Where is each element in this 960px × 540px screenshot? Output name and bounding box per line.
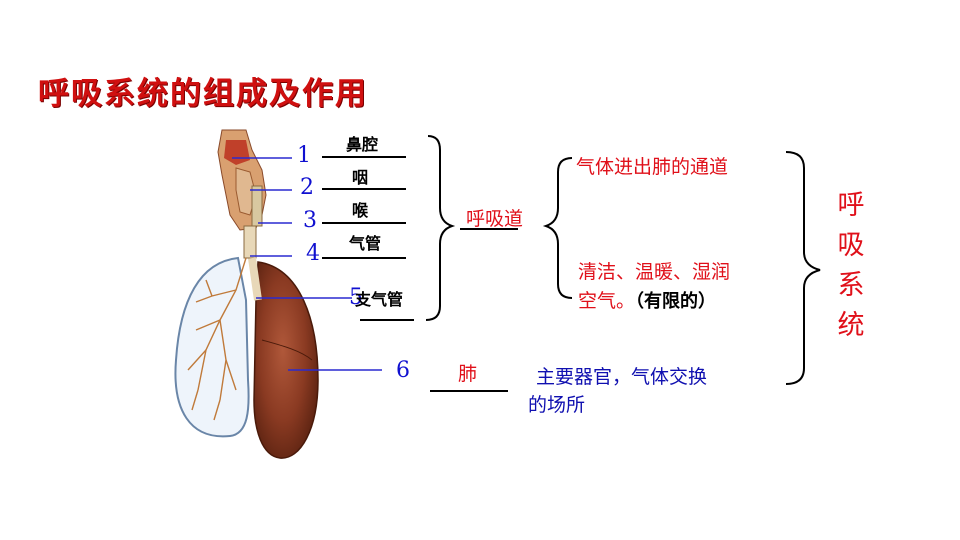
label-number-5: 5 — [349, 285, 363, 310]
label-number-2: 2 — [300, 175, 314, 200]
airway-function-2-line1: 清洁、温暖、湿润 — [578, 261, 731, 283]
system-char-2: 吸 — [837, 230, 865, 261]
trachea-shape — [243, 225, 257, 259]
airway-brace — [425, 135, 456, 321]
system-char-3: 系 — [837, 270, 865, 301]
bronchus-label: 支气管 — [355, 290, 404, 309]
function-brace — [542, 157, 573, 299]
pharynx-label: 咽 — [352, 168, 369, 187]
airway-function-2-line2: 空气。 — [578, 290, 636, 312]
pharynx-shape — [235, 167, 257, 216]
system-brace — [785, 151, 821, 385]
respiratory-system-vertical-label: 呼 吸 系 统 — [834, 186, 868, 346]
lung-function-line2: 的场所 — [528, 394, 586, 416]
lung-label: 肺 — [458, 363, 478, 385]
airway-function-2-line2-group: 空气。（有限的） — [578, 286, 716, 313]
airway-function-1: 气体进出肺的通道 — [576, 156, 729, 178]
lung-function-line1: 主要器官，气体交换 — [536, 366, 708, 388]
label-number-3: 3 — [303, 208, 317, 233]
system-char-1: 呼 — [837, 190, 865, 221]
label-number-4: 4 — [306, 241, 320, 266]
answer-underlines — [322, 156, 518, 392]
trachea-label: 气管 — [349, 234, 382, 253]
larynx-shape — [251, 185, 263, 227]
larynx-label: 喉 — [352, 201, 369, 220]
page-title: 呼吸系统的组成及作用 — [38, 76, 368, 112]
left-lung-outline — [174, 256, 250, 438]
bronchial-tree — [187, 257, 247, 421]
nasal-cavity-label: 鼻腔 — [346, 135, 379, 154]
system-char-4: 统 — [837, 310, 865, 341]
pointer-lines — [232, 157, 382, 371]
label-number-6: 6 — [396, 358, 410, 383]
label-number-1: 1 — [297, 143, 311, 168]
airway-function-2-note: （有限的） — [635, 291, 717, 312]
right-lung-shape — [253, 261, 319, 459]
airway-label: 呼吸道 — [466, 208, 524, 230]
